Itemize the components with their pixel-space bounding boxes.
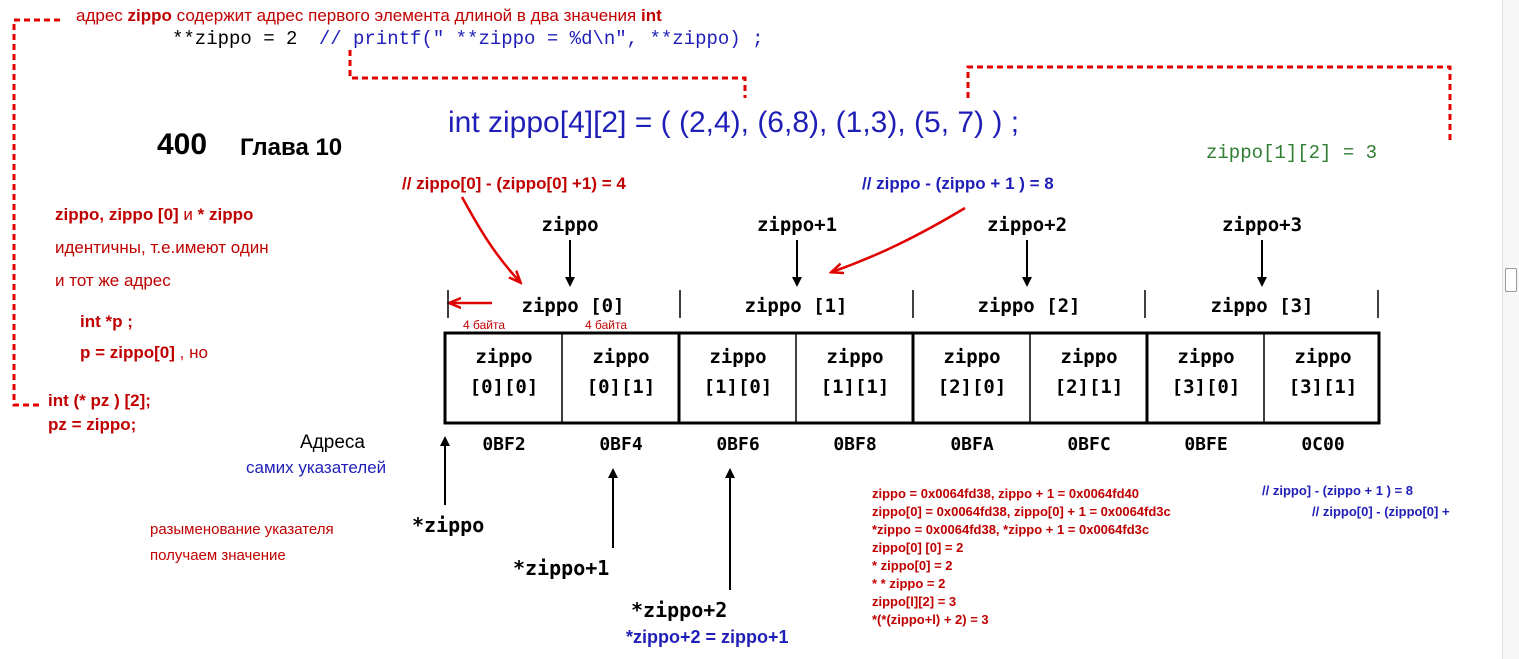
left-note-line2: идентичны, т.е.имеют один (55, 238, 269, 257)
table-cell: zippo [3][0] (1150, 342, 1262, 402)
header-code-line: **zippo = 2 // printf(" **zippo = %d\n",… (172, 28, 764, 50)
deref-label-zippo: *zippo (412, 513, 485, 537)
cell-name: zippo (1060, 346, 1118, 368)
cell-name: zippo (475, 346, 533, 368)
connector-zippo-star (348, 50, 747, 98)
cell-name: zippo (943, 346, 1001, 368)
deref-note-line2: получаем значение (150, 547, 286, 564)
pointer-arrows (565, 240, 1267, 287)
deref-label-zippo-1: *zippo+1 (513, 556, 610, 580)
left-note-line5: p = zippo[0] , но (80, 343, 208, 363)
left-note-zippo: zippo, zippo [0] (55, 205, 179, 224)
dotted-connectors (12, 18, 1452, 407)
address-5: 0BFC (1067, 434, 1111, 455)
left-note-line1: zippo, zippo [0] и * zippo (55, 205, 253, 225)
left-note-line7: pz = zippo; (48, 415, 137, 434)
header-line: адрес zippo содержит адрес первого элеме… (76, 6, 662, 26)
output-line: zippo[0] [0] = 2 (872, 540, 964, 555)
vertical-scrollbar[interactable] (1502, 0, 1519, 659)
page-number: 400 (157, 128, 208, 161)
cell-index: [0][0] (469, 376, 539, 398)
address-3: 0BF8 (833, 434, 877, 455)
connector-header-left (12, 18, 60, 407)
address-7: 0C00 (1301, 434, 1345, 455)
address-6: 0BFE (1184, 434, 1228, 455)
output-block: zippo = 0x0064fd38, zippo + 1 = 0x0064fd… (872, 485, 1171, 629)
output-line: *(*(zippo+l) + 2) = 3 (872, 612, 989, 627)
diff-note-blue: // zippo - (zippo + 1 ) = 8 (862, 174, 1054, 193)
address-0: 0BF2 (482, 434, 526, 455)
deref-note-line1: разыменование указателя (150, 521, 334, 538)
byte-label-1: 4 байта (585, 318, 628, 332)
cell-name: zippo (826, 346, 884, 368)
diff-note-red: // zippo[0] - (zippo[0] +1) = 4 (402, 174, 626, 193)
table-cell: zippo [1][0] (682, 342, 794, 402)
output-line: * * zippo = 2 (872, 576, 946, 591)
address-4: 0BFA (950, 434, 994, 455)
cell-index: [2][1] (1054, 376, 1124, 398)
array-declaration: int zippo[4][2] = ( (2,4), (6,8), (1,3),… (448, 106, 1020, 139)
left-note-line6: int (* pz ) [2]; (48, 391, 151, 410)
pointer-label-zippo-3: zippo+3 (1221, 214, 1303, 236)
table-cell: zippo [2][0] (916, 342, 1028, 402)
output-line: * zippo[0] = 2 (872, 558, 953, 573)
output-line: zippo[l][2] = 3 (872, 594, 957, 609)
pointer-label-zippo-1: zippo+1 (756, 214, 838, 236)
cell-index: [3][0] (1171, 376, 1241, 398)
zippo-1-2-note: zippo[1][2] = 3 (1206, 142, 1378, 164)
table-cell: zippo [2][1] (1033, 342, 1145, 402)
cell-name: zippo (592, 346, 650, 368)
left-note-star-zippo: * zippo (197, 205, 254, 224)
red-arrows (450, 196, 966, 303)
deref-label-zippo-2: *zippo+2 (631, 598, 728, 622)
cell-index: [0][1] (586, 376, 656, 398)
cell-index: [1][0] (703, 376, 773, 398)
header-type: int (640, 6, 662, 25)
output-line: zippo = 0x0064fd38, zippo + 1 = 0x0064fd… (872, 486, 1139, 501)
address-1: 0BF4 (599, 434, 643, 455)
table-cell: zippo [0][1] (565, 342, 677, 402)
output-side-note-1: // zippo] - (zippo + 1 ) = 8 (1262, 483, 1413, 498)
deref-arrows (440, 436, 735, 590)
output-line: *zippo = 0x0064fd38, *zippo + 1 = 0x0064… (872, 522, 1150, 537)
group-label-2: zippo [2] (977, 295, 1081, 317)
cell-name: zippo (709, 346, 767, 368)
table-cell: zippo [3][1] (1267, 342, 1379, 402)
table-grid (443, 331, 1381, 425)
group-label-3: zippo [3] (1210, 295, 1314, 317)
header-name: zippo (127, 6, 172, 25)
connector-zippo-1-2 (966, 65, 1452, 140)
group-separators (447, 290, 1379, 318)
left-note-but: , но (174, 343, 208, 362)
cell-name: zippo (1294, 346, 1352, 368)
group-label-1: zippo [1] (744, 295, 848, 317)
cell-name: zippo (1177, 346, 1235, 368)
table-cell: zippo [1][1] (799, 342, 911, 402)
header-code: **zippo = 2 (172, 28, 298, 50)
addresses-label: Адреса (300, 432, 365, 453)
output-side-note-2: // zippo[0] - (zippo[0] + (1312, 504, 1450, 519)
table-cell: zippo [0][0] (448, 342, 560, 402)
header-comment: // printf(" **zippo = %d\n", **zippo) ; (318, 28, 764, 50)
scrollbar-thumb[interactable] (1505, 268, 1517, 292)
left-note-line4: int *p ; (80, 312, 133, 331)
left-note-and: и (178, 205, 198, 224)
cell-index: [2][0] (937, 376, 1007, 398)
group-label-0: zippo [0] (521, 295, 625, 317)
byte-label-0: 4 байта (463, 318, 506, 332)
addresses-sublabel: самих указателей (246, 458, 387, 477)
left-note-p-assign: p = zippo[0] (80, 343, 175, 362)
cell-index: [1][1] (820, 376, 890, 398)
output-line: zippo[0] = 0x0064fd38, zippo[0] + 1 = 0x… (872, 504, 1171, 519)
deref-equality: *zippo+2 = zippo+1 (626, 627, 789, 647)
pointer-label-zippo-2: zippo+2 (986, 214, 1068, 236)
header-middle: содержит адрес первого элемента длиной в… (171, 6, 641, 25)
chapter-title: Глава 10 (240, 134, 343, 161)
address-2: 0BF6 (716, 434, 760, 455)
header-prefix: адрес (76, 6, 128, 25)
left-note-line3: и тот же адрес (55, 271, 171, 290)
pointer-label-zippo: zippo (541, 214, 599, 236)
cell-index: [3][1] (1288, 376, 1358, 398)
